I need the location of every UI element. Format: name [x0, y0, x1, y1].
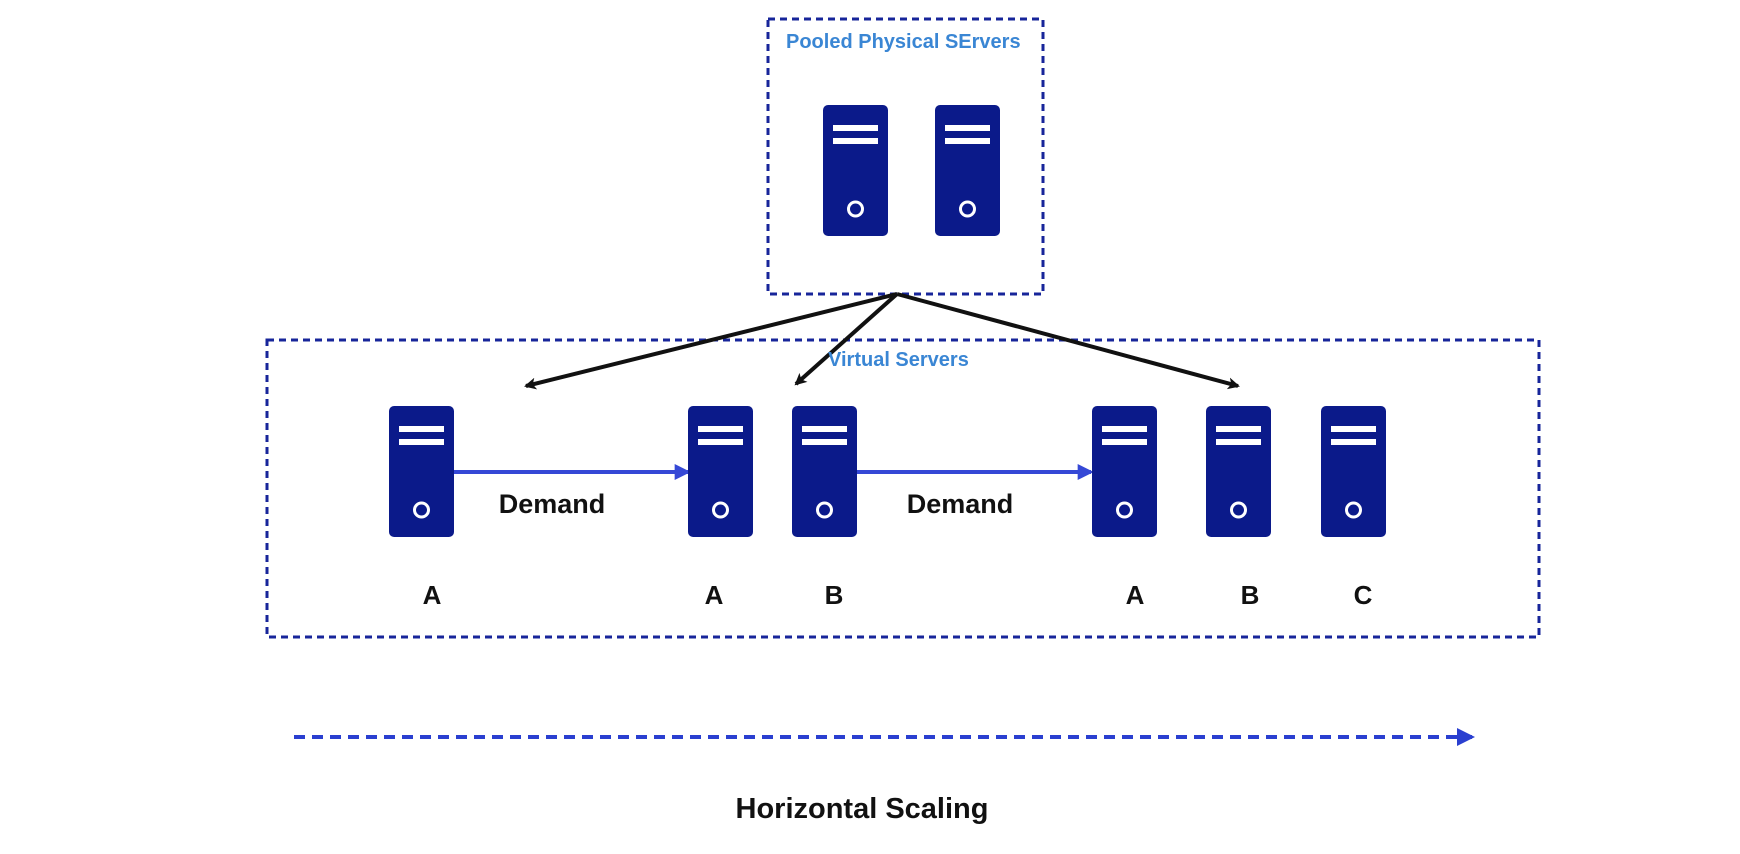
virtual-servers-title: Virtual Servers — [828, 349, 969, 371]
horizontal-scaling-title: Horizontal Scaling — [735, 793, 989, 825]
server-icon — [823, 105, 888, 236]
demand-label-1: Demand — [498, 489, 606, 519]
server-icon — [1321, 406, 1386, 537]
server-label: A — [1125, 580, 1145, 610]
server-label: B — [824, 580, 844, 610]
server-label: B — [1240, 580, 1260, 610]
server-label: A — [704, 580, 724, 610]
server-icon — [792, 406, 857, 537]
allocation-arrow-2 — [794, 292, 899, 386]
allocation-arrow-3 — [896, 292, 1240, 390]
pooled-servers-box — [766, 17, 1045, 296]
server-label: A — [422, 580, 442, 610]
server-label: C — [1353, 580, 1373, 610]
server-icon — [935, 105, 1000, 236]
allocation-arrow-1 — [524, 292, 898, 390]
server-icon — [1092, 406, 1157, 537]
server-icon — [1206, 406, 1271, 537]
virtual-servers-box — [265, 338, 1541, 639]
server-icon — [389, 406, 454, 537]
demand-label-2: Demand — [906, 489, 1014, 519]
pooled-servers-title: Pooled Physical SErvers — [786, 31, 1021, 53]
server-icon — [688, 406, 753, 537]
